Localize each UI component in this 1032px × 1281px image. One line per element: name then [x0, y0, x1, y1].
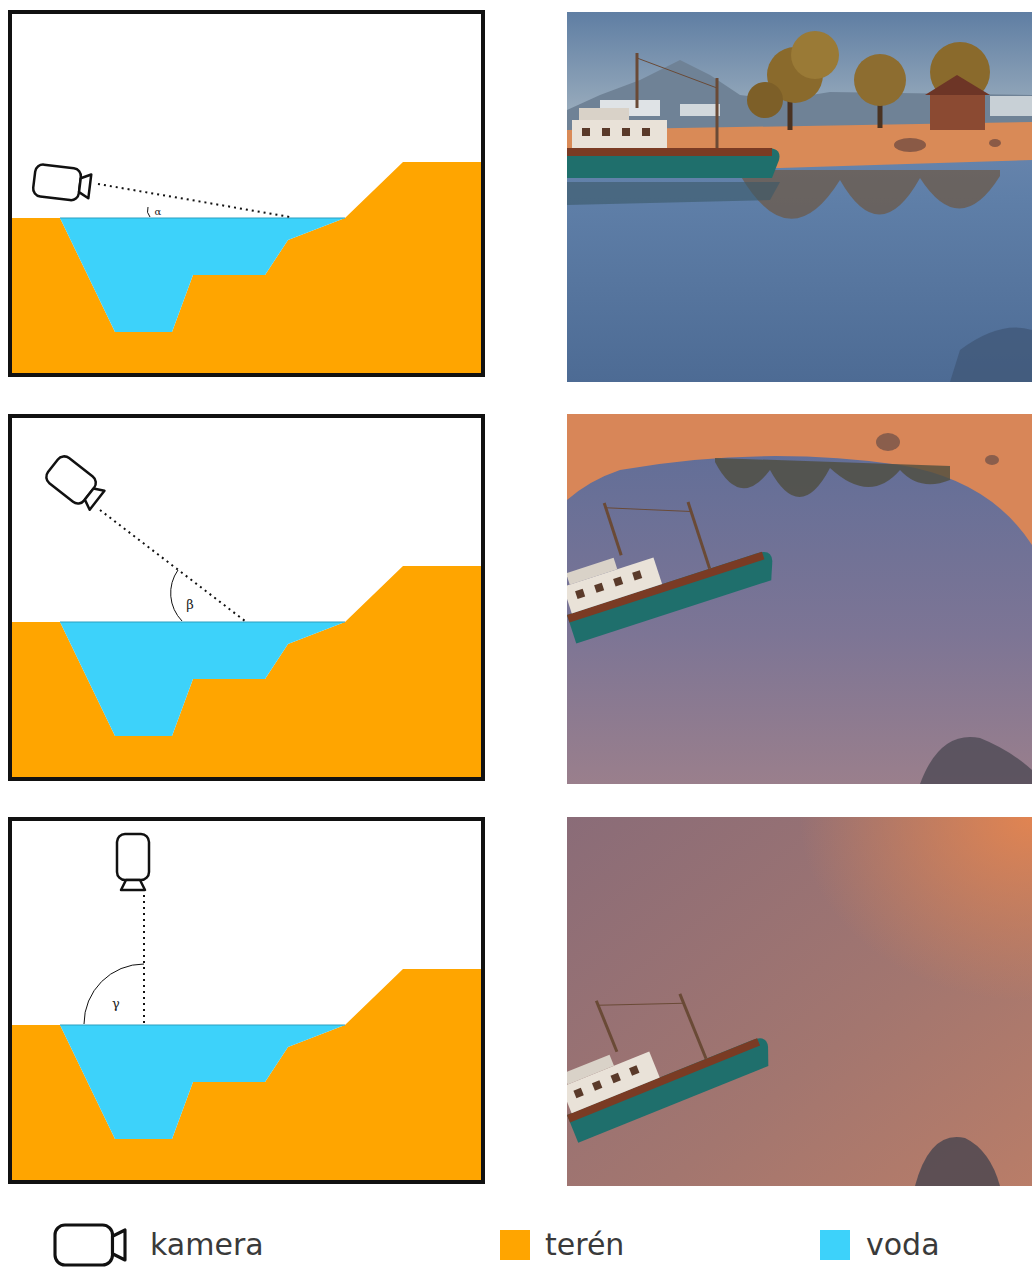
- legend-swatch: [500, 1230, 530, 1260]
- angle-label: α: [154, 207, 163, 217]
- legend-swatch: [820, 1230, 850, 1260]
- camera-icon: [55, 1225, 125, 1265]
- angle-label: γ: [111, 997, 121, 1010]
- angle-label: β: [185, 598, 195, 611]
- legend-label: terén: [545, 1230, 624, 1260]
- legend-label: kamera: [150, 1230, 264, 1260]
- legend-label: voda: [866, 1230, 940, 1260]
